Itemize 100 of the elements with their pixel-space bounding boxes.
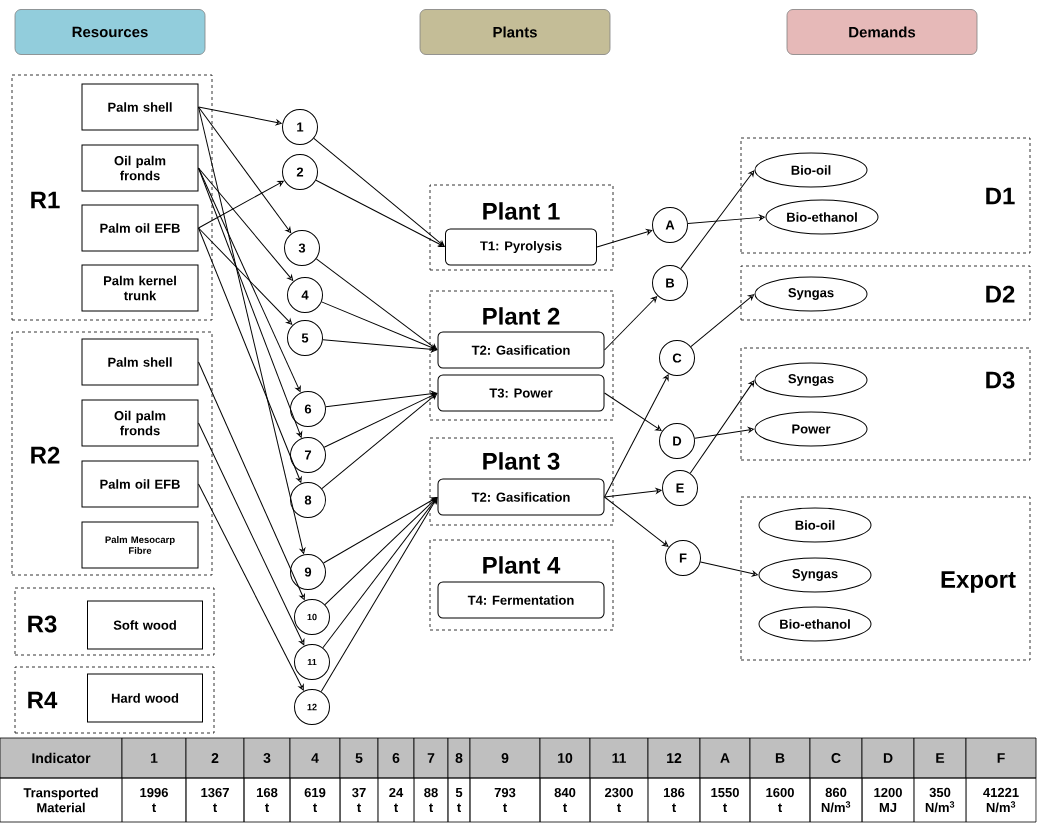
arrow <box>690 294 755 348</box>
table-cell: 1200 MJ <box>861 777 915 823</box>
arrow <box>198 167 294 281</box>
table-cell: D <box>861 737 915 779</box>
arrow <box>324 497 438 606</box>
arrow <box>604 374 669 498</box>
table-cell: 41221 N/m$^{3}$ <box>965 777 1037 823</box>
resource-box: Palm oil EFB <box>81 204 199 252</box>
group-label: R4 <box>28 691 58 709</box>
table-cell: 24 t <box>377 777 415 823</box>
arrow <box>315 179 445 247</box>
arrow <box>198 422 305 646</box>
arrow <box>680 170 755 270</box>
arrow <box>322 497 438 649</box>
technology-box: T3: Power <box>437 374 605 412</box>
group-label: Plant 1 <box>483 202 560 220</box>
table-cell: 350 N/m$^{3}$ <box>913 777 967 823</box>
arrow <box>325 390 437 408</box>
arrow <box>198 106 282 126</box>
arrow <box>323 392 437 448</box>
arrow <box>198 483 304 691</box>
resource-box: Palm oil EFB <box>81 460 199 508</box>
table-cell: 4 <box>289 737 341 779</box>
group-label: R3 <box>28 615 57 633</box>
table-cell: 168 t <box>243 777 291 823</box>
arrow <box>604 488 662 498</box>
table-cell: E <box>913 737 967 779</box>
table-cell: 37 t <box>339 777 379 823</box>
group-label: R2 <box>31 446 60 464</box>
table-cell: 11 <box>589 737 649 779</box>
technology-box: T4: Fermentation <box>437 581 605 619</box>
arrow <box>604 296 658 351</box>
arrow <box>321 393 438 490</box>
table-cell: 5 <box>339 737 379 779</box>
header-tab: Demands <box>786 9 978 55</box>
group-label: Export <box>941 571 1016 593</box>
arrow <box>198 167 303 438</box>
arrow <box>687 214 765 224</box>
technology-box: T2: Gasification <box>437 478 605 516</box>
arrow <box>321 301 437 351</box>
arrow <box>198 106 306 554</box>
group-label: D3 <box>986 371 1015 389</box>
table-cell: 12 <box>647 737 701 779</box>
resource-box: Oil palm fronds <box>81 144 199 192</box>
group-label: D1 <box>986 187 1015 205</box>
group-label: D2 <box>986 285 1015 303</box>
arrow <box>313 138 445 247</box>
table-cell: 1550 t <box>699 777 751 823</box>
arrow <box>689 380 755 474</box>
arrow <box>323 497 438 564</box>
arrow <box>604 496 669 547</box>
arrow <box>700 561 758 577</box>
arrow <box>315 258 438 350</box>
table-cell: 840 t <box>539 777 591 823</box>
resource-box: Palm Mesocarp Fibre <box>81 521 199 569</box>
table-cell: 1367 t <box>185 777 245 823</box>
table-cell: 1 <box>121 737 187 779</box>
resource-box: Oil palm fronds <box>81 399 199 447</box>
table-cell: 1996 t <box>121 777 187 823</box>
table-cell: 6 <box>377 737 415 779</box>
table-cell: F <box>965 737 1037 779</box>
resource-box: Palm shell <box>81 338 199 386</box>
resource-box: Soft wood <box>87 600 203 650</box>
arrow <box>198 227 302 483</box>
arrow <box>596 229 653 248</box>
table-cell: 186 t <box>647 777 701 823</box>
technology-box: T1: Pyrolysis <box>445 228 597 266</box>
table-cell: 619 t <box>289 777 341 823</box>
table-cell: Transported Material <box>0 777 123 823</box>
resource-box: Palm shell <box>81 83 199 131</box>
table-cell: 793 t <box>469 777 541 823</box>
table-cell: 10 <box>539 737 591 779</box>
group-label: Plant 4 <box>483 556 561 574</box>
resource-box: Hard wood <box>87 673 203 723</box>
table-cell: 5 t <box>447 777 471 823</box>
table-cell: Indicator <box>0 737 123 779</box>
table-cell: 1600 t <box>749 777 811 823</box>
resource-box: Palm kernel trunk <box>81 264 199 312</box>
group-label: R1 <box>31 191 60 209</box>
arrow <box>694 427 754 439</box>
arrow <box>604 392 662 431</box>
table-cell: A <box>699 737 751 779</box>
table-cell: 7 <box>413 737 449 779</box>
table-cell: 88 t <box>413 777 449 823</box>
table-cell: 3 <box>243 737 291 779</box>
arrow <box>322 339 437 353</box>
table-cell: 2300 t <box>589 777 649 823</box>
table-cell: 860 N/m$^{3}$ <box>809 777 863 823</box>
table-cell: 8 <box>447 737 471 779</box>
group-label: Plant 2 <box>483 307 560 325</box>
header-tab: Resources <box>14 9 206 55</box>
table-cell: B <box>749 737 811 779</box>
arrow <box>198 106 292 234</box>
header-tab: Plants <box>419 9 611 55</box>
arrow <box>320 497 438 693</box>
group-label: Plant 3 <box>483 452 560 470</box>
arrow <box>198 180 284 229</box>
technology-box: T2: Gasification <box>437 331 605 369</box>
arrow <box>198 227 293 325</box>
table-cell: C <box>809 737 863 779</box>
